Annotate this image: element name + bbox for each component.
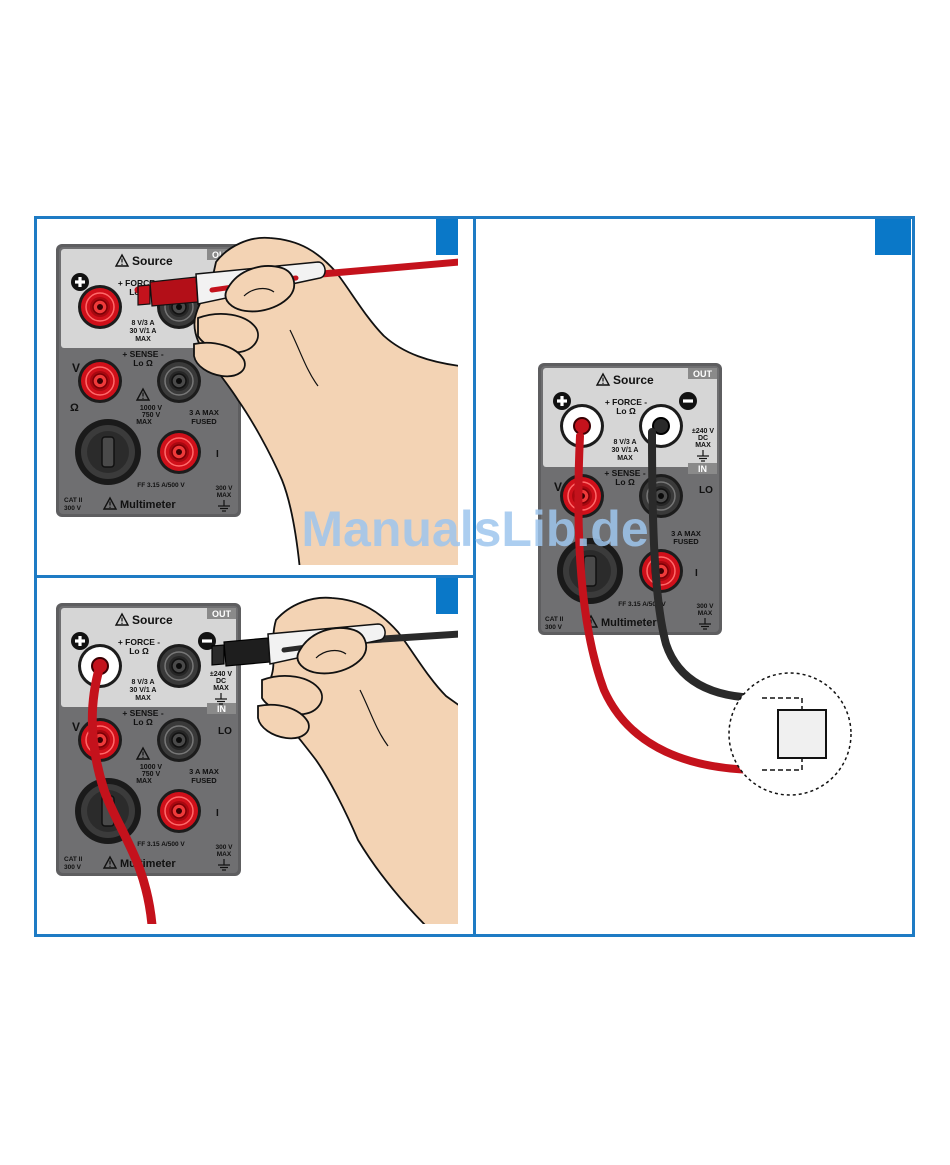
force-rating-3: MAX [617, 455, 633, 462]
force-rating-2: 30 V/1 A [130, 328, 157, 335]
current-rating-1: 3 A MAX [189, 408, 219, 417]
meas-rating-2: 750 V [142, 412, 161, 419]
dc-rating-3: MAX [695, 442, 711, 449]
current-rating-2: FUSED [191, 776, 217, 785]
multimeter-front-panel: OUT IN Source + FORCE - Lo Ω 8 V/3 A 30 … [538, 363, 722, 635]
cat-label-2: 300 V [64, 864, 82, 871]
force-rating-1: 8 V/3 A [131, 320, 154, 327]
multimeter-label: Multimeter [120, 499, 176, 511]
multimeter-label: Multimeter [120, 858, 176, 870]
lo-label: LO [218, 726, 232, 737]
cat-label-2: 300 V [545, 624, 563, 631]
max300-label-1: 300 V [216, 844, 234, 851]
panel-step-2: OUT IN Source + FORCE - Lo Ω 8 V/3 A 30 … [56, 578, 472, 930]
meas-rating-3: MAX [136, 778, 152, 785]
cat-label-1: CAT II [64, 856, 82, 863]
max300-label-2: MAX [217, 851, 232, 858]
force-rating-1: 8 V/3 A [131, 679, 154, 686]
i-label: I [216, 449, 219, 460]
device-under-test [729, 673, 851, 795]
dc-rating-1: ±240 V [210, 671, 232, 678]
cat-label-1: CAT II [64, 497, 82, 504]
step-marker-2 [436, 578, 472, 614]
multimeter-front-panel: OUT IN Source + FORCE - Lo Ω 8 V/3 A 30 … [56, 603, 241, 876]
out-tab: OUT [212, 609, 232, 619]
dc-rating-3: MAX [213, 685, 229, 692]
max300-label-2: MAX [698, 610, 713, 617]
fuse-label: FF 3.15 A/500 V [137, 482, 185, 489]
force-rating-3: MAX [135, 336, 151, 343]
step-marker-1 [436, 219, 472, 255]
meas-rating-2: 750 V [142, 771, 161, 778]
fuse-label: FF 3.15 A/500 V [137, 841, 185, 848]
source-label: Source [613, 373, 654, 387]
in-tab: IN [698, 464, 707, 474]
max300-label-2: MAX [217, 492, 232, 499]
meas-rating-3: MAX [136, 419, 152, 426]
watermark: ManualsLib.de [301, 501, 648, 557]
step-marker-3 [875, 219, 911, 255]
out-tab: OUT [693, 369, 713, 379]
sense-lo-ohm-label: Lo Ω [133, 358, 153, 368]
cat-label-1: CAT II [545, 616, 563, 623]
source-label: Source [132, 613, 173, 627]
v-label: V [72, 361, 80, 375]
lo-ohm-label: Lo Ω [616, 406, 636, 416]
v-label: V [72, 720, 80, 734]
force-rating-2: 30 V/1 A [130, 687, 157, 694]
lo-label: LO [699, 485, 713, 496]
hand-with-black-probe [212, 598, 460, 930]
current-rating-2: FUSED [673, 537, 699, 546]
ohm-label: Ω [70, 402, 79, 414]
force-rating-3: MAX [135, 695, 151, 702]
i-label: I [216, 808, 219, 819]
meas-rating-1: 1000 V [140, 764, 163, 771]
current-rating-2: FUSED [191, 417, 217, 426]
i-label: I [695, 568, 698, 579]
dc-rating-2: DC [698, 435, 708, 442]
sense-lo-ohm-label: Lo Ω [615, 477, 635, 487]
max300-label-1: 300 V [216, 485, 234, 492]
force-rating-2: 30 V/1 A [612, 447, 639, 454]
sense-lo-ohm-label: Lo Ω [133, 717, 153, 727]
force-rating-1: 8 V/3 A [613, 439, 636, 446]
dc-rating-1: ±240 V [692, 428, 714, 435]
source-label: Source [132, 254, 173, 268]
multimeter-label: Multimeter [601, 617, 657, 629]
dc-rating-2: DC [216, 678, 226, 685]
meas-rating-1: 1000 V [140, 405, 163, 412]
current-rating-1: 3 A MAX [189, 767, 219, 776]
max300-label-1: 300 V [697, 603, 715, 610]
lo-ohm-label: Lo Ω [129, 646, 149, 656]
cat-label-2: 300 V [64, 505, 82, 512]
in-tab: IN [217, 704, 226, 714]
